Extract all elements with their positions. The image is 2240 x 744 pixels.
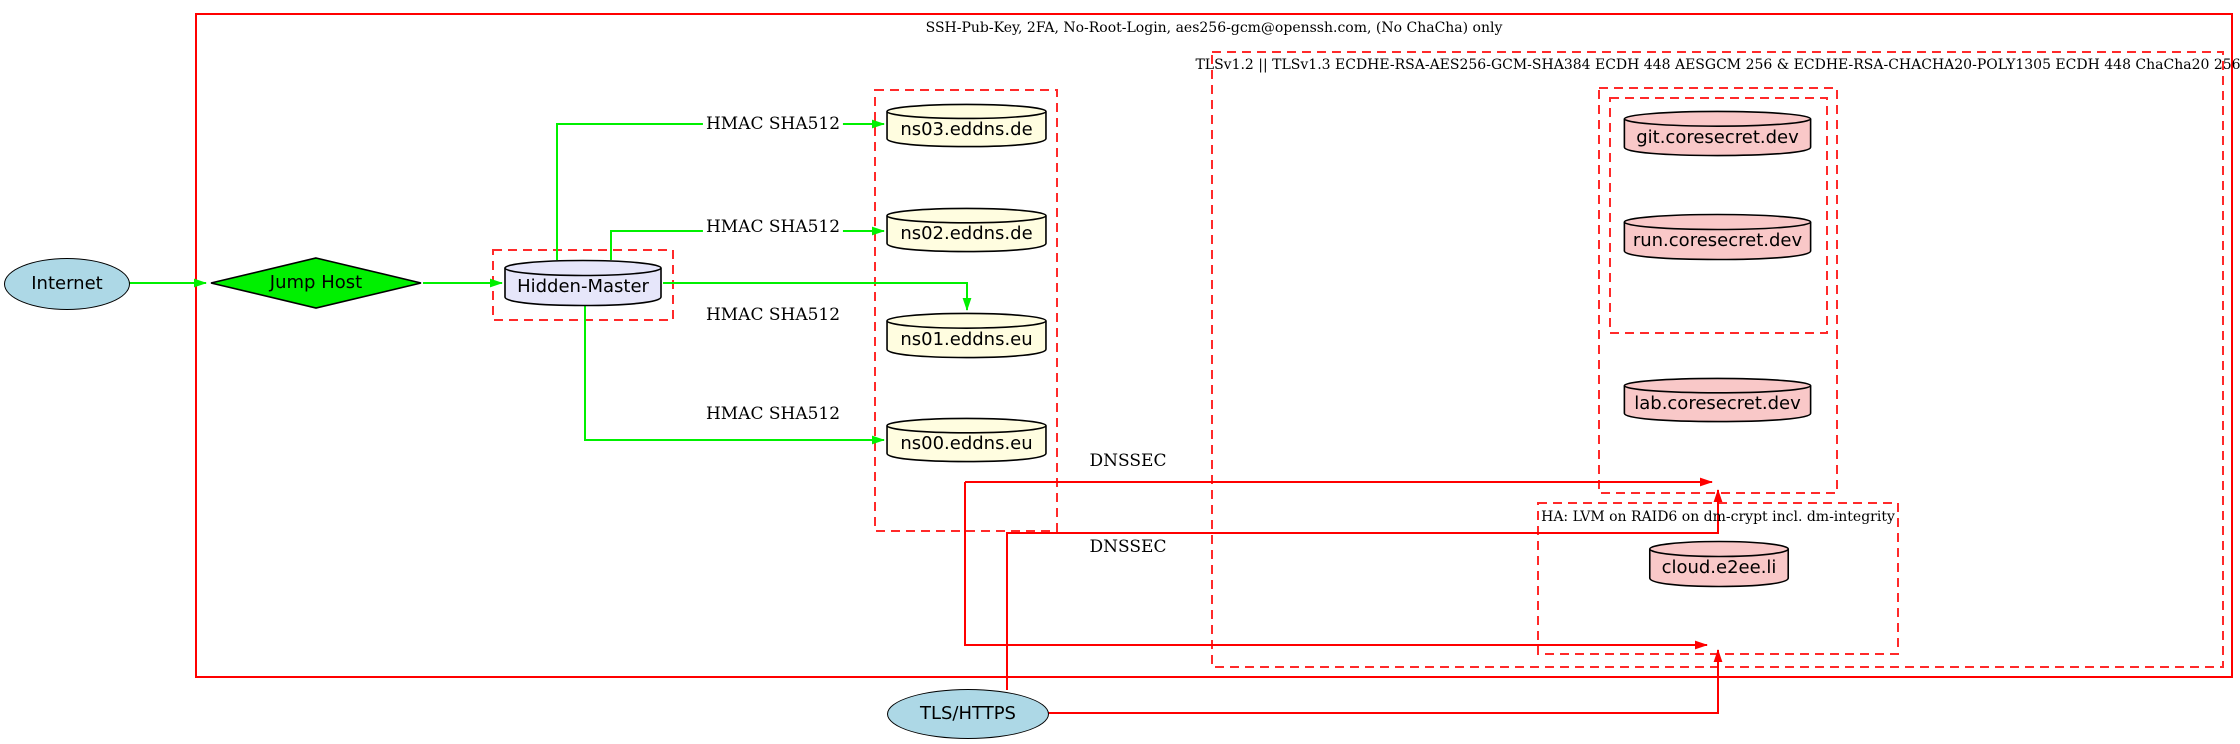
node-internet: Internet bbox=[4, 258, 130, 310]
edge-label-hmac-ns02: HMAC SHA512 bbox=[702, 218, 844, 236]
node-cloud: cloud.e2ee.li bbox=[1648, 540, 1790, 588]
edge-hiddenmaster-ns00 bbox=[584, 306, 885, 445]
node-ns00-label: ns00.eddns.eu bbox=[900, 433, 1033, 454]
edge-tlshttps-to-coresecret bbox=[1006, 489, 1723, 690]
cluster-ssh-outer bbox=[195, 13, 2233, 678]
node-hidden-master: Hidden-Master bbox=[503, 259, 663, 307]
cluster-tls-label: TLSv1.2 || TLSv1.3 ECDHE-RSA-AES256-GCM-… bbox=[1195, 57, 2240, 73]
cluster-nameservers bbox=[874, 89, 1058, 532]
node-ns01: ns01.eddns.eu bbox=[885, 312, 1048, 359]
edge-hiddenmaster-ns01 bbox=[663, 282, 972, 311]
node-tls-https-label: TLS/HTTPS bbox=[919, 703, 1016, 724]
edge-label-hmac-ns03: HMAC SHA512 bbox=[702, 115, 844, 133]
cluster-ssh-label: SSH-Pub-Key, 2FA, No-Root-Login, aes256-… bbox=[925, 20, 1503, 36]
node-cloud-label: cloud.e2ee.li bbox=[1661, 557, 1777, 578]
cylinder-shape bbox=[1622, 110, 1813, 157]
node-git: git.coresecret.dev bbox=[1622, 110, 1813, 157]
edge-label-hmac-ns00: HMAC SHA512 bbox=[702, 405, 844, 423]
node-run: run.coresecret.dev bbox=[1622, 213, 1813, 261]
node-jump-host: Jump Host bbox=[209, 257, 423, 309]
edge-dnssec-to-ha bbox=[964, 482, 1708, 650]
edge-hiddenmaster-ns03 bbox=[556, 119, 885, 260]
node-git-label: git.coresecret.dev bbox=[1636, 126, 1799, 148]
node-ns02: ns02.eddns.de bbox=[885, 207, 1048, 253]
diamond-shape bbox=[209, 257, 423, 309]
node-ns03-label: ns03.eddns.de bbox=[900, 118, 1033, 140]
node-tls-https: TLS/HTTPS bbox=[887, 689, 1049, 739]
cylinder-shape bbox=[1648, 540, 1790, 588]
node-ns02-label: ns02.eddns.de bbox=[900, 223, 1033, 244]
node-hidden-master-label: Hidden-Master bbox=[517, 276, 649, 297]
cylinder-shape bbox=[503, 259, 663, 307]
cylinder-shape bbox=[1622, 377, 1813, 423]
node-lab-label: lab.coresecret.dev bbox=[1634, 393, 1801, 414]
node-lab: lab.coresecret.dev bbox=[1622, 377, 1813, 423]
edge-label-dnssec-top: DNSSEC bbox=[1086, 452, 1170, 470]
node-ns03: ns03.eddns.de bbox=[885, 103, 1048, 148]
cylinder-shape bbox=[1622, 213, 1813, 261]
cluster-ha-label: HA: LVM on RAID6 on dm-crypt incl. dm-in… bbox=[1541, 509, 1895, 525]
cluster-coresecret bbox=[1598, 87, 1838, 494]
edge-tlshttps-to-ha bbox=[1047, 649, 1723, 714]
edge-label-hmac-ns01: HMAC SHA512 bbox=[702, 306, 844, 324]
cylinder-shape bbox=[885, 207, 1048, 253]
cylinder-shape bbox=[885, 312, 1048, 359]
cylinder-shape bbox=[885, 103, 1048, 148]
node-ns01-label: ns01.eddns.eu bbox=[900, 328, 1033, 350]
node-jump-host-label: Jump Host bbox=[269, 272, 363, 293]
cylinder-shape bbox=[885, 417, 1048, 463]
cluster-coresecret-inner bbox=[1609, 97, 1828, 334]
node-run-label: run.coresecret.dev bbox=[1632, 230, 1803, 251]
node-ns00: ns00.eddns.eu bbox=[885, 417, 1048, 463]
edge-label-dnssec-bottom: DNSSEC bbox=[1086, 538, 1170, 556]
node-internet-label: Internet bbox=[31, 273, 103, 294]
